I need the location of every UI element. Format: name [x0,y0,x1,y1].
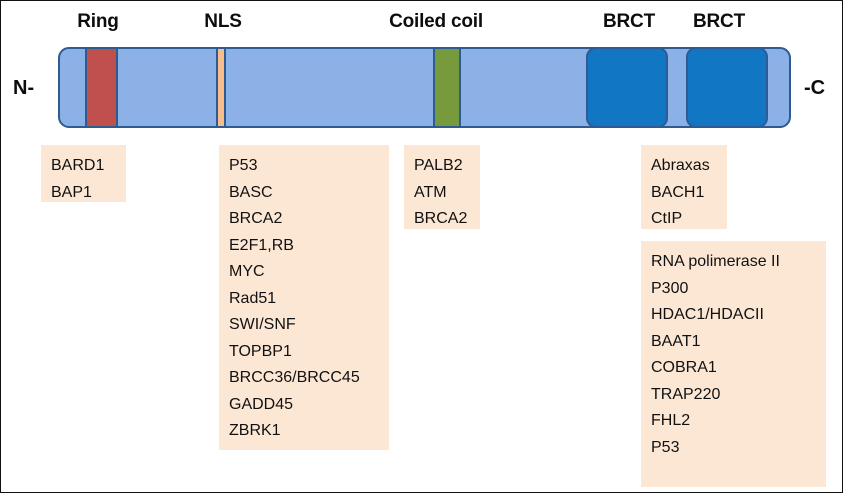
list-item: FHL2 [651,412,691,429]
partner-list-coiled-coil: PALB2 ATM BRCA2 [414,153,470,233]
list-item: Abraxas [651,157,710,174]
protein-bar [58,47,791,128]
domain-label-brct-1: BRCT [603,11,655,32]
list-item: HDAC1/HDACII [651,306,764,323]
list-item: BAP1 [51,183,92,201]
list-item: Rad51 [229,289,277,307]
list-item: RNA polimerase II [651,253,780,270]
partner-list-nls: P53 BASC BRCA2 E2F1,RB MYC Rad51 SWI/SNF… [229,153,379,445]
domain-block-brct-1 [586,47,668,128]
domain-block-coiled-coil [433,47,461,128]
list-item: ZBRK1 [229,422,281,439]
list-item: BRCA2 [414,210,468,227]
domain-label-coiled-coil: Coiled coil [389,11,483,32]
partner-box-brct-lower: RNA polimerase II P300 HDAC1/HDACII BAAT… [641,241,826,487]
list-item: ATM [414,183,447,201]
list-item: COBRA1 [651,359,717,376]
partner-list-ring: BARD1 BAP1 [51,153,116,206]
partner-box-coiled-coil: PALB2 ATM BRCA2 [404,145,480,229]
list-item: BAAT1 [651,332,701,350]
list-item: BASC [229,183,273,201]
domain-label-nls: NLS [204,11,242,32]
list-item: BRCA2 [229,210,283,227]
list-item: BRCC36/BRCC45 [229,369,360,386]
partner-list-brct-upper: Abraxas BACH1 CtIP [651,153,717,233]
partner-box-ring: BARD1 BAP1 [41,145,126,202]
list-item: PALB2 [414,157,463,174]
list-item: TRAP220 [651,385,721,403]
domain-block-brct-2 [686,47,768,128]
partner-box-nls: P53 BASC BRCA2 E2F1,RB MYC Rad51 SWI/SNF… [219,145,389,450]
list-item: P53 [651,438,680,456]
list-item: BACH1 [651,183,705,201]
list-item: P300 [651,279,689,297]
domain-block-nls [216,47,226,128]
list-item: GADD45 [229,395,294,413]
domain-label-ring: Ring [77,11,119,32]
list-item: BARD1 [51,157,105,174]
list-item: E2F1,RB [229,236,294,254]
domain-block-ring [85,47,118,128]
list-item: SWI/SNF [229,316,296,333]
list-item: P53 [229,157,258,174]
domain-label-brct-2: BRCT [693,11,745,32]
n-terminus-label: N- [13,77,35,99]
list-item: CtIP [651,210,683,227]
c-terminus-label: -C [804,77,826,99]
list-item: MYC [229,263,265,280]
list-item: TOPBP1 [229,342,292,360]
partner-box-brct-upper: Abraxas BACH1 CtIP [641,145,727,229]
partner-list-brct-lower: RNA polimerase II P300 HDAC1/HDACII BAAT… [651,249,816,461]
